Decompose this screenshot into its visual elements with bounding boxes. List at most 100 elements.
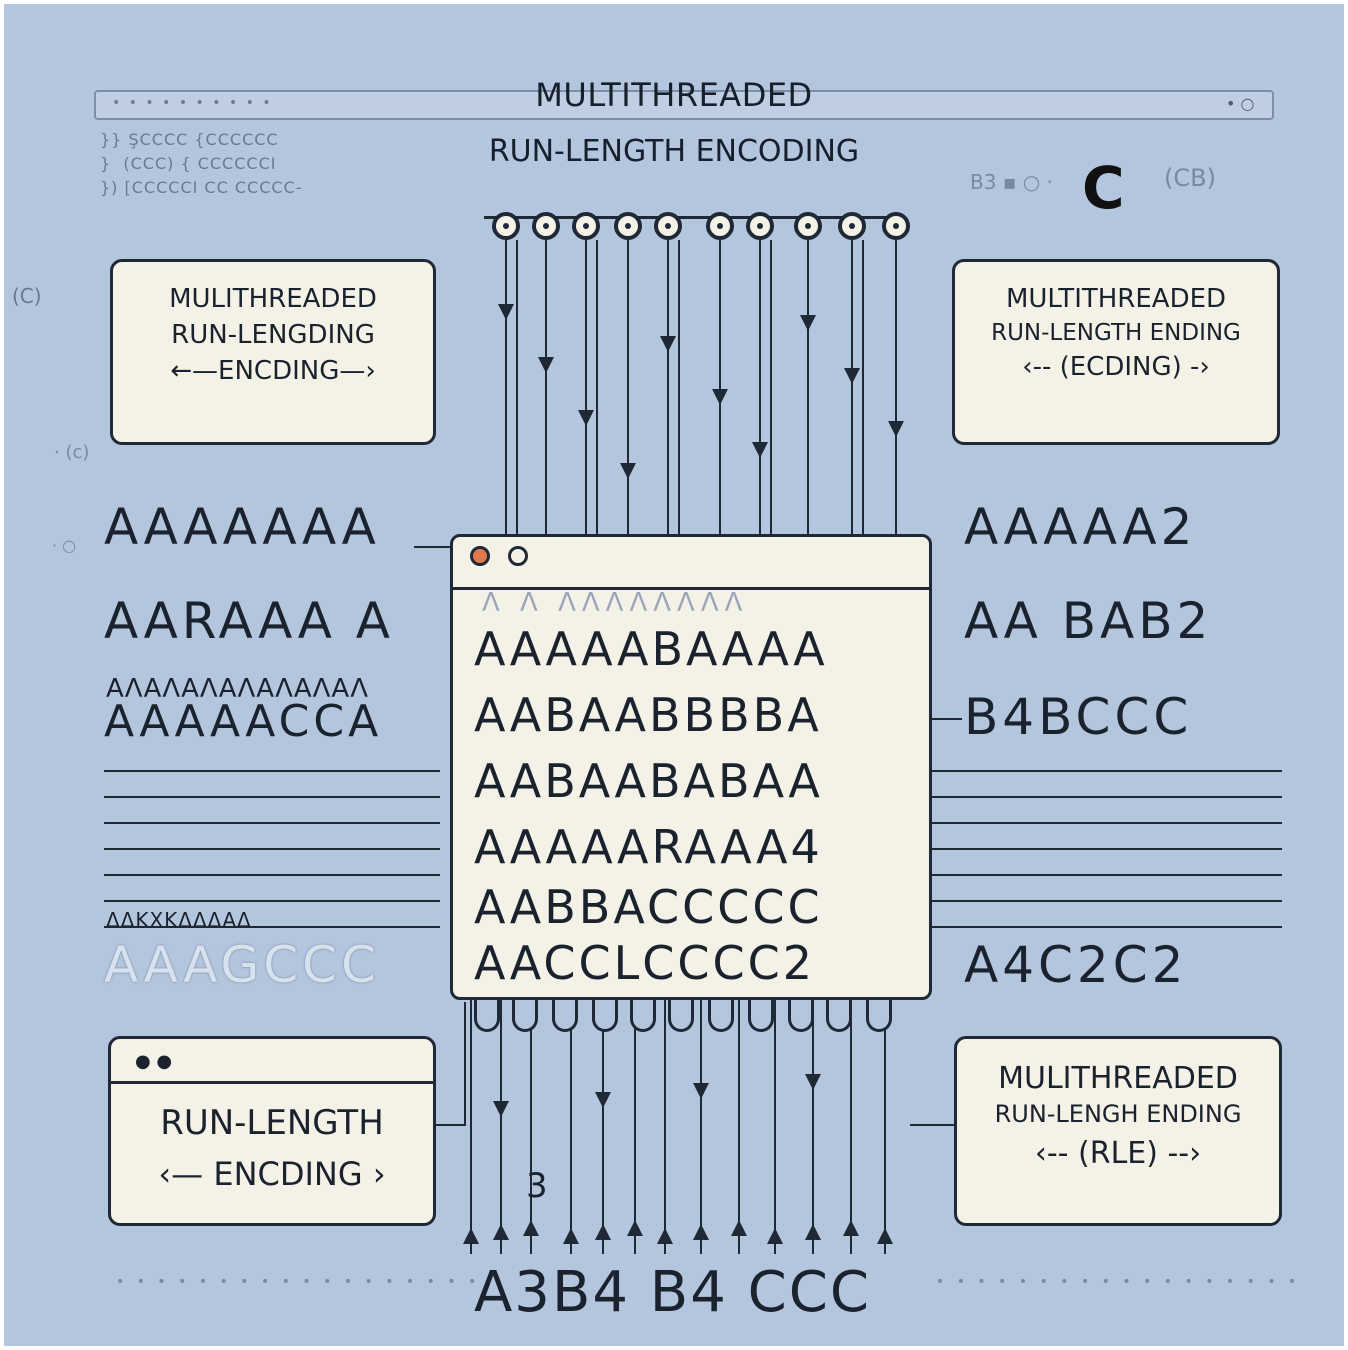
arrow-down-icon bbox=[498, 304, 514, 320]
arrow-up-icon bbox=[805, 1224, 821, 1240]
connector-line bbox=[932, 718, 962, 720]
output-sequence: B4BCCC bbox=[964, 688, 1193, 746]
box-text-line: MULITHREADED bbox=[169, 284, 377, 314]
box-text-line: RUN-LENGTH bbox=[160, 1103, 384, 1143]
arrow-up-icon bbox=[693, 1224, 709, 1240]
arrow-down-icon bbox=[595, 1092, 611, 1108]
thread-line bbox=[602, 1000, 604, 1254]
thread-connector bbox=[592, 998, 618, 1032]
thread-line bbox=[812, 1000, 814, 1254]
connector-line bbox=[436, 1124, 466, 1126]
arrow-down-icon bbox=[693, 1083, 709, 1099]
thread-line bbox=[851, 240, 853, 534]
arrow-up-icon bbox=[563, 1228, 579, 1244]
thread-line bbox=[738, 1000, 740, 1254]
diagram-canvas: • • • • • • • • • • • ○ }} ŞCCCC {CCCCCC… bbox=[4, 4, 1344, 1346]
connector-line bbox=[932, 770, 1282, 772]
thread-line bbox=[719, 240, 721, 534]
thread-line bbox=[774, 1000, 776, 1254]
thread-connector bbox=[630, 998, 656, 1032]
connector-line bbox=[932, 796, 1282, 798]
connector-line bbox=[104, 770, 440, 772]
small-sequence: ΑΛΑΛΑΛΑΛΑΛΑΛΑΛ bbox=[106, 674, 370, 704]
thread-node-icon bbox=[654, 212, 682, 240]
thread-line bbox=[667, 240, 669, 534]
thread-line bbox=[545, 240, 547, 534]
title-line-1: MULTITHREADED bbox=[535, 76, 813, 114]
dotted-line: • • • • • • • • • • • • • • • • • • bbox=[936, 1274, 1301, 1290]
thread-node-icon bbox=[706, 212, 734, 240]
arrow-down-icon bbox=[805, 1074, 821, 1090]
thread-line bbox=[634, 1000, 636, 1254]
box-title-bar bbox=[111, 1039, 433, 1084]
thread-connector bbox=[668, 998, 694, 1032]
thread-node-icon bbox=[838, 212, 866, 240]
central-data-row: AABAABBBBA bbox=[474, 688, 822, 742]
top-right-box: MULTITHREADED RUN-LENGTH ENDING ‹-- (ECD… bbox=[952, 259, 1280, 445]
connector-line bbox=[910, 1124, 954, 1126]
faded-label: (CB) bbox=[1164, 164, 1216, 192]
output-sequence: A4C2C2 bbox=[964, 936, 1188, 994]
thread-node-icon bbox=[746, 212, 774, 240]
connector-line bbox=[104, 848, 440, 850]
thread-line bbox=[530, 1000, 532, 1254]
connector-line bbox=[932, 926, 1282, 928]
arrow-up-icon bbox=[523, 1220, 539, 1236]
thread-line bbox=[664, 1000, 666, 1254]
connector-line bbox=[104, 874, 440, 876]
thread-node-icon bbox=[492, 212, 520, 240]
arrow-up-icon bbox=[731, 1220, 747, 1236]
arrow-down-icon bbox=[712, 389, 728, 405]
central-data-row: AAAAABAAAA bbox=[474, 622, 828, 676]
connector-line bbox=[932, 874, 1282, 876]
code-scribble: }} ŞCCCC {CCCCCC } (CCC) { CCCCCCI }) [C… bbox=[100, 130, 303, 197]
connector-line bbox=[932, 900, 1282, 902]
input-sequence: AAAGCCC bbox=[104, 936, 380, 994]
arrow-down-icon bbox=[620, 463, 636, 479]
thread-line bbox=[700, 1000, 702, 1254]
thread-connector bbox=[474, 998, 500, 1032]
thread-line bbox=[470, 1000, 472, 1254]
box-text-line: ‹— ENCDING › bbox=[158, 1155, 386, 1193]
box-text-line: RUN-LENGDING bbox=[171, 320, 375, 350]
thread-line bbox=[678, 240, 680, 534]
arrow-up-icon bbox=[877, 1228, 893, 1244]
thread-line bbox=[585, 240, 587, 534]
thread-line bbox=[505, 240, 507, 534]
connector-line bbox=[464, 1002, 466, 1126]
thread-line bbox=[500, 1000, 502, 1254]
encoded-output: A3B4 B4 CCC bbox=[474, 1260, 871, 1325]
thread-line bbox=[570, 1000, 572, 1254]
arrow-down-icon bbox=[752, 442, 768, 458]
bottom-left-box: ● ● RUN-LENGTH ‹— ENCDING › bbox=[108, 1036, 436, 1226]
central-data-row: AABAABABAA bbox=[474, 754, 823, 808]
faded-label: (C) bbox=[12, 284, 42, 308]
thread-line bbox=[759, 240, 761, 534]
connector-line bbox=[104, 926, 440, 928]
connector-line bbox=[414, 546, 450, 548]
connector-line bbox=[104, 900, 440, 902]
thread-line bbox=[895, 240, 897, 534]
title-line-2: RUN-LENGTH ENCODING bbox=[488, 134, 860, 169]
arrow-down-icon bbox=[493, 1101, 509, 1117]
thread-connector bbox=[708, 998, 734, 1032]
faded-label: B3 ▪ ○ · bbox=[970, 170, 1053, 194]
input-sequence: AAAAACCA bbox=[104, 696, 383, 747]
central-window-title-bar bbox=[450, 534, 932, 590]
arrow-up-icon bbox=[627, 1220, 643, 1236]
window-dots: ● ● bbox=[135, 1051, 173, 1072]
arrow-up-icon bbox=[767, 1228, 783, 1244]
window-dot-icon bbox=[508, 546, 528, 566]
box-text-line: ‹-- (RLE) --› bbox=[1034, 1136, 1202, 1171]
connector-line bbox=[932, 848, 1282, 850]
arrow-up-icon bbox=[657, 1228, 673, 1244]
window-controls: • ○ bbox=[1226, 94, 1255, 113]
thread-line bbox=[884, 1000, 886, 1254]
thread-bus bbox=[484, 216, 904, 219]
top-left-box: MULITHREADED RUN-LENGDING ←—ENCDING—› bbox=[110, 259, 436, 445]
window-dot-icon bbox=[470, 546, 490, 566]
thread-line bbox=[862, 240, 864, 534]
faded-digit: 3 bbox=[526, 1166, 548, 1206]
thread-connector bbox=[826, 998, 852, 1032]
connector-line bbox=[104, 796, 440, 798]
